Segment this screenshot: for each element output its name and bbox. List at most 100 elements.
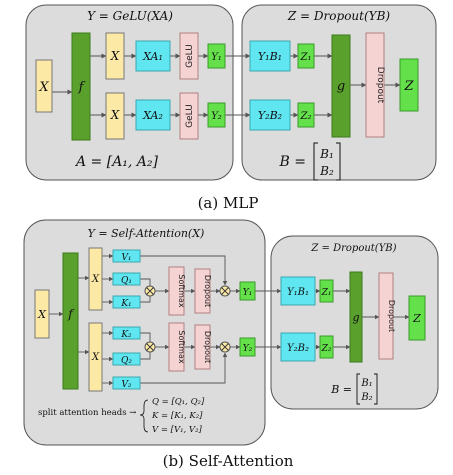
mlp-f-box (71, 32, 91, 141)
attn-mult-qk1 (144, 285, 156, 297)
attn-right-title: Z = Dropout(YB) (310, 243, 396, 254)
attn-x-label: X (37, 308, 47, 321)
attn-q2-box (112, 352, 141, 366)
attn-z2-box (319, 335, 334, 359)
attn-x-bot-label: X (91, 352, 100, 363)
mlp-x-label: X (38, 80, 49, 95)
attn-eq-b-bot: B₂ (360, 392, 372, 403)
mlp-x-bot-label: X (110, 108, 120, 122)
attn-x-box (34, 289, 50, 339)
mlp-z-box (399, 58, 419, 112)
attn-v2-label: V₂ (121, 380, 131, 390)
attn-g-box (349, 271, 363, 363)
attn-q1-box (112, 272, 141, 286)
mlp-xa2-label: XA₂ (142, 109, 163, 122)
attn-split-brace (139, 399, 149, 433)
mlp-connectors (52, 53, 401, 118)
attn-eq-q: Q = [Q₁, Q₂] (152, 397, 205, 407)
attn-dropout-top-label: Dropout (203, 275, 212, 307)
mlp-z2-label: Z₂ (300, 111, 312, 122)
mlp-right-title: Z = Dropout(YB) (287, 9, 390, 23)
attn-dropout-bot-box (194, 324, 211, 370)
mlp-gelu-bot-box (179, 92, 199, 140)
mlp-y2b2-label: Y₂B₂ (258, 109, 282, 122)
attn-dropout-bot-label: Dropout (203, 331, 212, 363)
attn-x-bot-box (88, 322, 103, 392)
mlp-xa1-label: XA₁ (142, 50, 163, 63)
mlp-x-top-label: X (110, 49, 120, 63)
attn-y2b2-label: Y₂B₂ (287, 343, 309, 354)
attn-v2-box (112, 376, 141, 390)
attn-softmax-top-box (168, 266, 185, 316)
attn-eq-b-top: B₁ (360, 378, 372, 389)
mlp-y1-box (207, 43, 226, 69)
attn-softmax-top-label: Softmax (177, 274, 186, 307)
attn-softmax-bot-label: Softmax (177, 330, 186, 363)
attn-softmax-bot-box (168, 322, 185, 372)
attn-eq-v: V = [V₁, V₂] (152, 425, 202, 435)
attn-y1-label: Y₁ (243, 288, 253, 298)
attn-y2-box (239, 337, 256, 357)
attn-k2-box (112, 326, 141, 340)
mlp-eq-b: B = B₁ B₂ (279, 142, 341, 181)
attn-y1-box (239, 281, 256, 301)
mlp-xa1-box (135, 40, 171, 72)
mlp-eq-b-bracket-right (336, 142, 341, 181)
mlp-y2-box (207, 102, 226, 128)
attn-split-label: split attention heads → (38, 408, 136, 418)
attn-v1-box (112, 249, 141, 263)
mlp-y1b1-box (249, 40, 291, 72)
attn-f-label: f (67, 307, 75, 321)
mlp-g-box (331, 34, 351, 138)
attn-eq-b: B = B₁ B₂ (330, 373, 378, 405)
attn-z-box (408, 295, 426, 341)
attn-z1-label: Z₁ (321, 288, 332, 298)
mlp-y1-label: Y₁ (211, 52, 222, 63)
mlp-f-label: f (78, 80, 86, 95)
mlp-x-box (35, 59, 53, 113)
attn-dropout-label: Dropout (387, 300, 396, 332)
attn-mult-qk2 (144, 341, 156, 353)
mlp-g-label: g (337, 79, 345, 94)
mlp-left-title: Y = GeLU(XA) (87, 9, 173, 23)
attn-z1-box (319, 279, 334, 303)
attn-k2-label: K₂ (120, 330, 132, 340)
attn-x-top-box (88, 247, 103, 311)
attn-y2b2-box (280, 332, 316, 362)
mlp-gelu-bot-label: GeLU (185, 104, 195, 128)
attn-left-title: Y = Self-Attention(X) (88, 227, 205, 240)
attn-y1b1-box (280, 276, 316, 306)
mlp-x-bot-box (105, 92, 125, 140)
attn-eq-b-lhs: B = (330, 383, 352, 396)
attn-z2-label: Z₂ (321, 344, 332, 354)
attn-mult-v2 (219, 341, 231, 353)
attn-dropout-top-box (194, 268, 211, 314)
mlp-z2-box (297, 102, 315, 128)
attn-q1-label: Q₁ (121, 276, 132, 286)
mlp-eq-b-bot: B₂ (319, 164, 334, 178)
attn-mult-v1 (219, 285, 231, 297)
mlp-z1-label: Z₁ (300, 52, 312, 63)
attn-q2-label: Q₂ (121, 356, 132, 366)
attn-eq-b-bracket-right (374, 373, 378, 405)
attn-g-label: g (352, 311, 359, 324)
attn-eq-b-bracket-left (356, 373, 360, 405)
mlp-x-top-box (105, 32, 125, 80)
mlp-y2b2-box (249, 99, 291, 131)
mlp-dropout-box (365, 32, 385, 138)
attn-y2-label: Y₂ (243, 344, 253, 354)
mlp-eq-b-top: B₁ (319, 147, 334, 161)
mlp-gelu-top-box (179, 32, 199, 80)
attn-f-box (62, 252, 79, 390)
attn-k1-label: K₁ (120, 299, 131, 309)
mlp-caption: (a) MLP (198, 194, 259, 212)
mlp-eq-b-bracket-left (313, 142, 318, 181)
attn-dropout-box (378, 272, 394, 360)
mlp-z1-box (297, 43, 315, 69)
attn-connectors (49, 253, 410, 386)
attn-caption: (b) Self-Attention (163, 452, 294, 470)
attn-eq-k: K = [K₁, K₂] (151, 411, 203, 421)
attn-x-top-label: X (91, 274, 100, 285)
mlp-y2-label: Y₂ (211, 111, 222, 122)
